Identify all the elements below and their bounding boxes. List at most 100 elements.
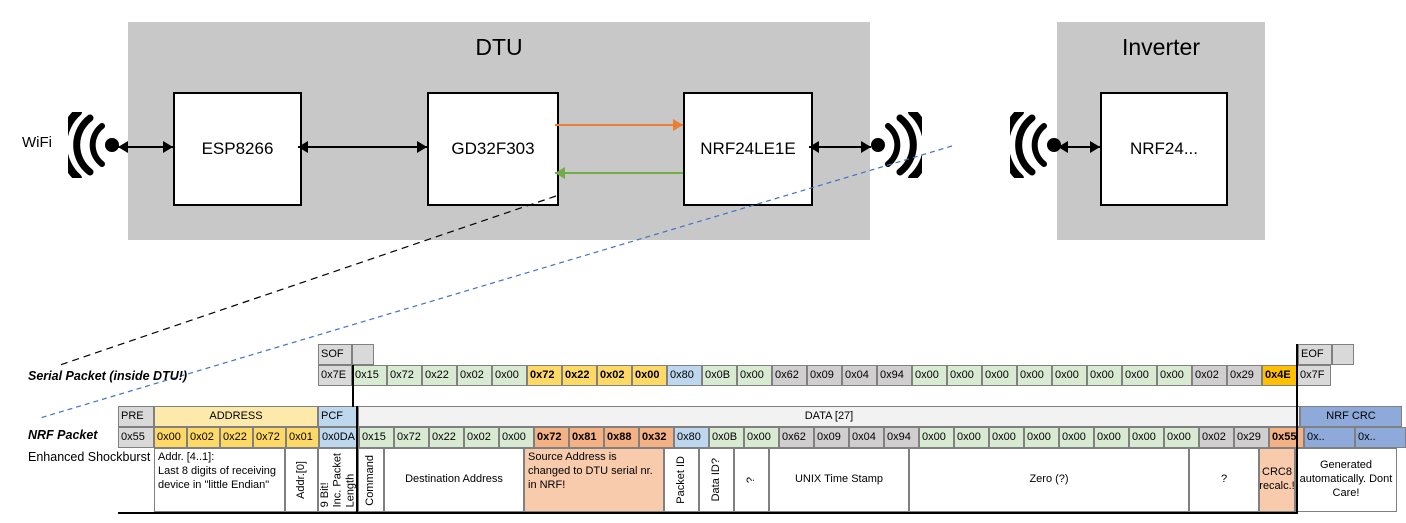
serial-byte-17: 0x00: [947, 365, 982, 386]
serial-byte-25: 0x29: [1227, 365, 1262, 386]
nrf-crc-byte-1: 0x..: [1355, 427, 1406, 448]
serial-byte-21: 0x00: [1087, 365, 1122, 386]
gd32-nrf-tx-line: [555, 124, 683, 126]
desc-data-id-text: Data ID?: [709, 458, 722, 502]
nrf-byte-13: 0x09: [814, 427, 849, 448]
chip-nrf24le1e: NRF24LE1E: [683, 92, 813, 206]
serial-byte-12: 0x62: [772, 365, 807, 386]
esp-gd32-arrow-left: [298, 141, 308, 153]
serial-byte-4: 0x00: [492, 365, 527, 386]
nrf-address-byte-3: 0x72: [253, 427, 286, 448]
serial-byte-22: 0x00: [1122, 365, 1157, 386]
serial-byte-23: 0x00: [1157, 365, 1192, 386]
inverter-antenna-arrow-left: [1058, 141, 1068, 153]
nrf-address-byte-4: 0x01: [286, 427, 319, 448]
block-diagram: DTU Inverter WiFi ESP8266 GD32F303 NRF24…: [0, 0, 1406, 260]
serial-byte-13: 0x09: [807, 365, 842, 386]
nrf-byte-10: 0x0B: [709, 427, 744, 448]
desc-timestamp: UNIX Time Stamp: [769, 448, 909, 512]
desc-unknown-1: ?: [734, 448, 769, 512]
nrf-byte-2: 0x22: [429, 427, 464, 448]
nrf-byte-24: 0x02: [1199, 427, 1234, 448]
nrf-byte-15: 0x94: [884, 427, 919, 448]
serial-byte-2: 0x22: [422, 365, 457, 386]
nrf-crc-header: NRF CRC: [1300, 406, 1402, 427]
nrf-gd32-rx-arrow: [555, 167, 565, 179]
desc-destination: Destination Address: [384, 448, 524, 512]
desc-nrf-crc: Generated automatically. Dont Care!: [1295, 448, 1397, 512]
nrf-byte-20: 0x00: [1059, 427, 1094, 448]
serial-byte-15: 0x94: [877, 365, 912, 386]
nrf-data-right-border: [1296, 387, 1298, 512]
desc-pcf-text: 9 Bit! Inc. Packet Length: [319, 452, 357, 508]
serial-byte-1: 0x72: [387, 365, 422, 386]
desc-unknown-2: ?: [1189, 448, 1259, 512]
nrf-pcf-header: PCF: [318, 406, 358, 427]
nrf-packet-label: NRF Packet: [28, 428, 98, 442]
esp-gd32-link: [298, 146, 427, 148]
nrf-byte-1: 0x72: [394, 427, 429, 448]
chip-nrf24: NRF24...: [1100, 92, 1228, 206]
serial-byte-9: 0x80: [667, 365, 702, 386]
serial-byte-24: 0x02: [1192, 365, 1227, 386]
serial-sof-header-pad: [352, 344, 374, 365]
serial-packet-label: Serial Packet (inside DTU!): [28, 369, 188, 383]
wifi-esp-arrow-right: [163, 141, 173, 153]
desc-addr0: Addr.[0]: [285, 448, 318, 512]
desc-zero: Zero (?): [909, 448, 1189, 512]
inverter-antenna-link: [1058, 146, 1100, 148]
serial-eof-header-row: EOF: [1298, 344, 1354, 365]
nrf-byte-23: 0x00: [1164, 427, 1199, 448]
gd32-nrf-tx-arrow: [673, 119, 683, 131]
serial-byte-18: 0x00: [982, 365, 1017, 386]
desc-unknown-1-text: ?: [744, 476, 757, 484]
desc-pcf: 9 Bit! Inc. Packet Length: [318, 448, 358, 512]
serial-byte-11: 0x00: [737, 365, 772, 386]
chip-gd32f303: GD32F303: [427, 92, 559, 206]
nrf-description-row: Addr. [4..1]: Last 8 digits of receiving…: [118, 448, 1397, 512]
serial-data-left-border: [352, 365, 354, 387]
nrf-byte-25: 0x29: [1234, 427, 1269, 448]
nrf-address-byte-0: 0x00: [154, 427, 187, 448]
nrf-byte-6: 0x81: [569, 427, 604, 448]
inverter-title: Inverter: [1122, 34, 1200, 60]
serial-byte-7: 0x02: [597, 365, 632, 386]
desc-address: Addr. [4..1]: Last 8 digits of receiving…: [154, 448, 285, 512]
serial-sof-header: SOF: [318, 344, 352, 365]
nrf-byte-12: 0x62: [779, 427, 814, 448]
nrf-byte-3: 0x02: [464, 427, 499, 448]
inverter-antenna-arrow-right: [1090, 141, 1100, 153]
nrf-gd32-rx-line: [555, 172, 683, 174]
nrf-byte-21: 0x00: [1094, 427, 1129, 448]
nrf-data-left-border: [356, 406, 358, 512]
serial-byte-10: 0x0B: [702, 365, 737, 386]
nrf-packet-sublabel: Enhanced Shockburst: [28, 450, 151, 464]
wifi-antenna-icon: [59, 108, 124, 183]
nrf-address-byte-2: 0x22: [220, 427, 253, 448]
nrf-crc-byte-0: 0x..: [1304, 427, 1355, 448]
esp-gd32-arrow-right: [417, 141, 427, 153]
nrf-address-header: ADDRESS: [154, 406, 318, 427]
chip-esp8266: ESP8266: [173, 92, 302, 206]
nrf-byte-16: 0x00: [919, 427, 954, 448]
nrf-byte-17: 0x00: [954, 427, 989, 448]
nrf-data-header: DATA [27]: [358, 406, 1300, 427]
nrf-byte-7: 0x88: [604, 427, 639, 448]
nrf-byte-11: 0x00: [744, 427, 779, 448]
serial-byte-5: 0x72: [527, 365, 562, 386]
serial-byte-6: 0x22: [562, 365, 597, 386]
nrf-header-row: PRE ADDRESS PCF DATA [27] NRF CRC: [118, 406, 1402, 427]
dtu-title: DTU: [475, 34, 523, 60]
desc-packet-id-text: Packet ID: [674, 456, 687, 504]
serial-byte-26: 0x4E: [1262, 365, 1297, 386]
desc-packet-id: Packet ID: [664, 448, 699, 512]
desc-source: Source Address is changed to DTU serial …: [524, 448, 664, 512]
nrf-desc-bottom-border: [118, 512, 1298, 514]
nrf-byte-9: 0x80: [674, 427, 709, 448]
serial-data-right-border: [1296, 344, 1298, 387]
nrf-byte-14: 0x04: [849, 427, 884, 448]
